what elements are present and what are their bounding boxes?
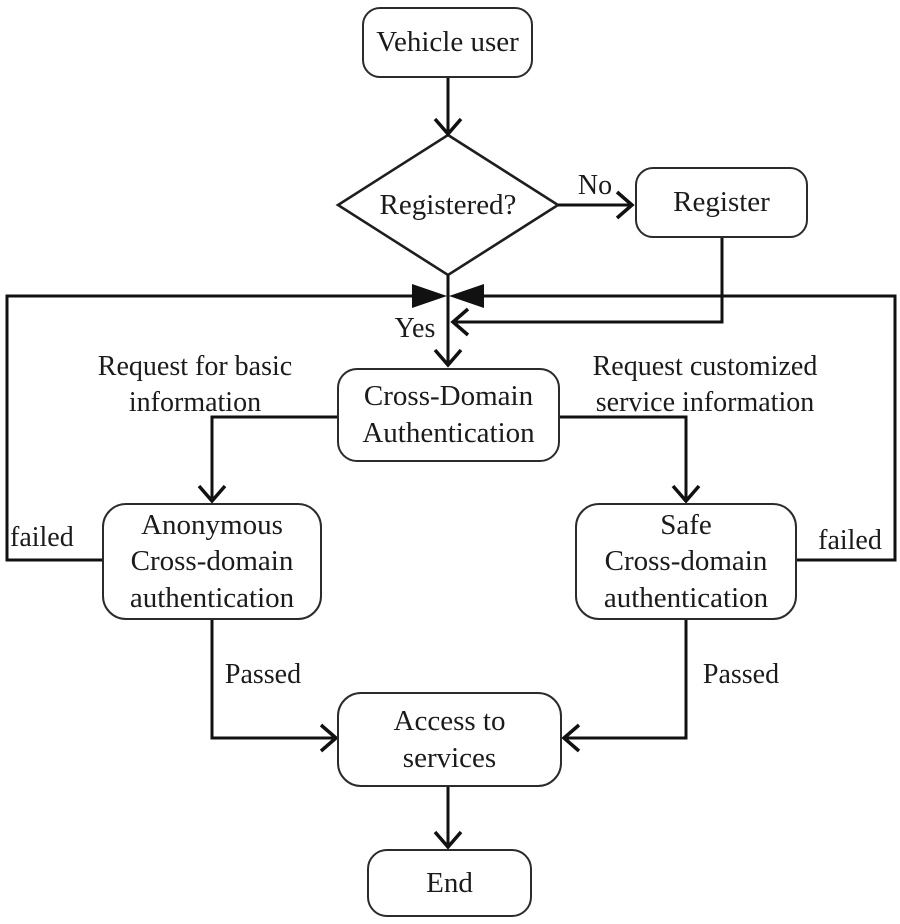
edge-no-to-register [558,190,635,220]
edge-vehicle-to-registered [433,78,463,137]
edge-access-to-end [433,787,463,850]
edge-label-failed-left: failed [10,522,74,553]
edge-label-yes: Yes [394,313,436,344]
node-anonymous-cross-domain-authentication: Anonymous Cross-domain authentication [102,503,322,620]
edge-failed-right-return [449,284,897,562]
edge-label-passed-right: Passed [702,659,780,690]
node-safe-cross-domain-authentication: Safe Cross-domain authentication [575,503,797,620]
edge-passed-left [210,620,339,753]
edge-label-passed-left: Passed [224,659,302,690]
decision-registered-label: Registered? [379,188,517,221]
edge-request-customized [560,415,701,504]
edge-passed-right [561,620,688,753]
node-access-to-services: Access to services [337,692,562,787]
node-vehicle-user: Vehicle user [362,7,533,78]
node-register: Register [635,167,808,238]
edge-label-failed-right: failed [818,525,882,556]
edge-yes-to-cross-domain [433,275,463,368]
edge-label-no: No [577,170,613,201]
edge-label-request-basic-information: Request for basic information [97,351,293,418]
node-end: End [367,849,532,917]
node-cross-domain-authentication: Cross-Domain Authentication [337,368,560,462]
edge-failed-left-return [5,284,447,562]
edge-request-basic [197,415,337,504]
edge-label-request-customized-service-information: Request customized service information [592,351,818,418]
edge-register-return [450,238,724,337]
